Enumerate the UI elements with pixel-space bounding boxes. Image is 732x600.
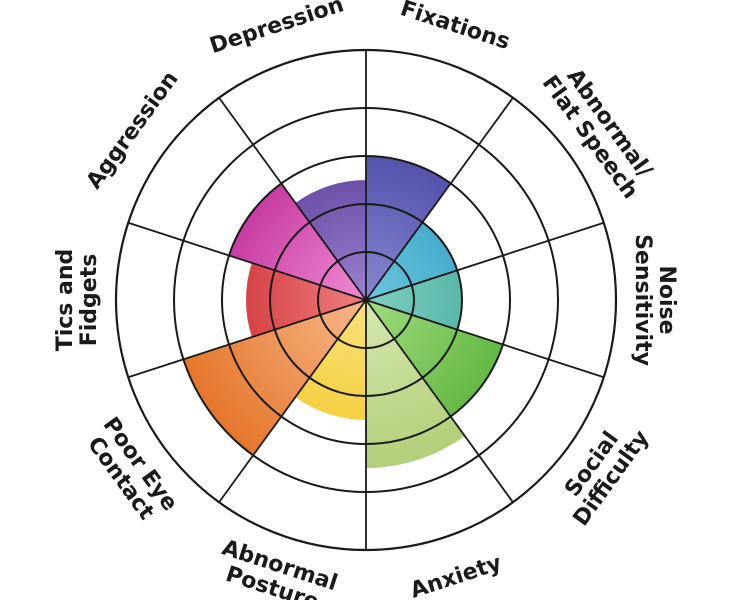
spoke-line <box>127 299 367 379</box>
label-depression: Depression <box>207 0 347 59</box>
segment-label-line: Aggression <box>82 67 184 194</box>
segment-label-line: Fixations <box>397 0 513 55</box>
label-fixations: Fixations <box>397 0 513 55</box>
spoke-line <box>365 97 514 301</box>
spoke-line <box>365 299 605 379</box>
sector-fixations <box>366 156 451 300</box>
label-abnormal-flat-speech: Abnormal/Flat Speech <box>537 64 658 203</box>
spoke-line <box>365 221 605 301</box>
sector-abnormal-posture <box>295 300 366 420</box>
segment-label-line: Sensitivity <box>630 234 655 366</box>
label-anxiety: Anxiety <box>407 551 504 600</box>
segment-label-line: Anxiety <box>407 551 504 600</box>
sector-poor-eye-contact <box>183 300 366 456</box>
value-sectors <box>183 156 503 468</box>
spoke-line <box>218 299 367 503</box>
segment-label-line: Depression <box>207 0 347 59</box>
label-aggression: Aggression <box>82 67 184 194</box>
sector-abnormal-flat-speech <box>366 222 458 300</box>
spoke-line <box>365 299 514 503</box>
sector-social-difficulty <box>366 300 503 417</box>
segment-label-line: Fidgets <box>77 254 102 347</box>
spoke-line <box>218 97 367 301</box>
spoke-line <box>127 221 367 301</box>
segment-label-line: Tics and <box>53 249 78 352</box>
sector-depression <box>295 180 366 300</box>
wheel-grid <box>114 48 618 552</box>
sector-aggression <box>229 183 366 300</box>
segment-label-line: Noise <box>654 265 679 334</box>
sector-tics-and-fidgets <box>246 262 366 338</box>
